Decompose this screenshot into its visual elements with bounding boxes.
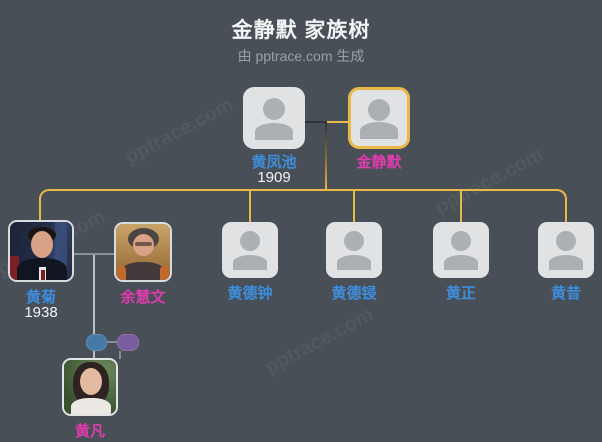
mother-name-label: 金静默 [356, 154, 402, 171]
child2-drop-line [249, 191, 251, 222]
child1-year-label: 1938 [24, 304, 58, 321]
avatar-placeholder-icon [360, 122, 398, 139]
marriage-line-right [327, 121, 348, 123]
photo-tie [41, 270, 45, 280]
watermark-text: pptrace.com [121, 93, 237, 169]
node-mother-selected[interactable] [348, 87, 410, 149]
avatar-placeholder-icon [444, 255, 478, 270]
photo-arm [117, 266, 126, 280]
avatar-placeholder-icon [549, 255, 583, 270]
child5-name-label: 黄昔 [550, 285, 581, 302]
pill-connector-line [107, 341, 117, 343]
child4-drop-line [460, 191, 462, 222]
father-name-label: 黄凤池 [251, 154, 297, 171]
child3-drop-line [353, 191, 355, 222]
avatar-placeholder-icon [233, 255, 267, 270]
child2-name-label: 黄德钟 [227, 285, 273, 302]
avatar-placeholder-icon [368, 99, 390, 121]
page-title: 金静默 家族树 [231, 19, 371, 42]
photo-background [10, 256, 19, 280]
avatar-placeholder-icon [337, 255, 371, 270]
grandchild-name-label: 黄凡 [74, 423, 105, 440]
couple-line [74, 253, 114, 255]
child1-name-label: 黄菊 [25, 289, 56, 306]
avatar-placeholder-icon [263, 98, 285, 120]
avatar-placeholder-icon [556, 231, 576, 251]
photo-glasses [135, 242, 152, 246]
father-year-label: 1909 [257, 169, 291, 186]
photo-face [80, 368, 102, 395]
photo-face [31, 231, 53, 258]
node-child5[interactable] [538, 222, 594, 278]
avatar-placeholder-icon [451, 231, 471, 251]
watermark-text: pptrace.com [261, 303, 377, 379]
node-child1-spouse-photo[interactable] [114, 222, 172, 282]
avatar-placeholder-icon [344, 231, 364, 251]
photo-top [71, 398, 111, 414]
photo-arm [160, 266, 169, 280]
pill-stub-line [119, 351, 121, 359]
link-pill-purple[interactable] [117, 334, 139, 351]
node-child4[interactable] [433, 222, 489, 278]
node-child3[interactable] [326, 222, 382, 278]
parents-descent-line [325, 123, 327, 189]
node-child1-photo[interactable] [8, 220, 74, 282]
child1-spouse-name-label: 余慧文 [120, 289, 166, 306]
node-child2[interactable] [222, 222, 278, 278]
link-pill-blue[interactable] [86, 334, 107, 351]
node-grandchild-photo[interactable] [62, 358, 118, 416]
couple-descent-line [93, 255, 95, 358]
child4-name-label: 黄正 [445, 285, 476, 302]
node-father[interactable] [243, 87, 305, 149]
avatar-placeholder-icon [255, 123, 293, 140]
avatar-placeholder-icon [240, 231, 260, 251]
child3-name-label: 黄德锓 [331, 285, 377, 302]
photo-torso [121, 262, 165, 280]
children-bus-line [39, 189, 567, 222]
page-subtitle: 由 pptrace.com 生成 [237, 48, 365, 64]
marriage-line-left [305, 121, 327, 123]
